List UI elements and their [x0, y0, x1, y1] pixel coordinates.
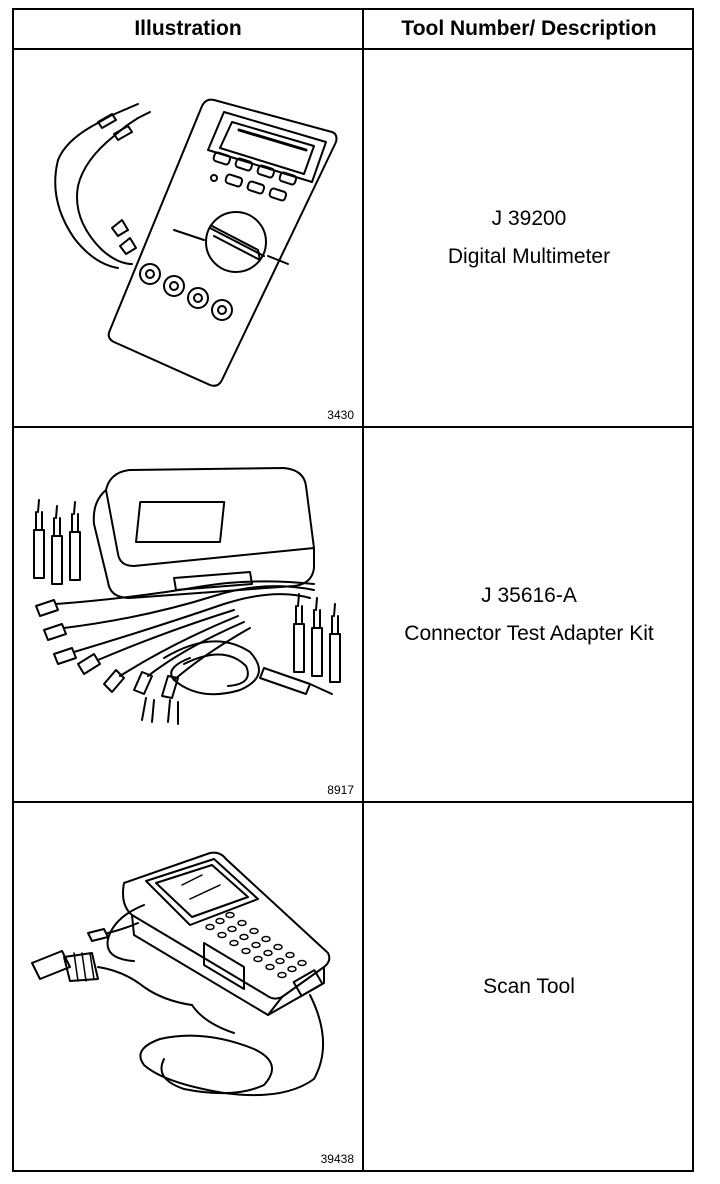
tool-description: Connector Test Adapter Kit	[404, 621, 654, 645]
table-header-row: Illustration Tool Number/ Description	[14, 10, 692, 50]
description-cell: J 35616-A Connector Test Adapter Kit	[364, 428, 694, 801]
illustration-cell: 3430	[14, 50, 364, 426]
header-illustration: Illustration	[14, 10, 364, 48]
description-cell: Scan Tool	[364, 803, 694, 1170]
tool-description: Digital Multimeter	[447, 245, 611, 268]
tool-description: Scan Tool	[483, 974, 575, 998]
tool-number: J 35616-A	[481, 583, 577, 607]
table-row: 39438 Scan Tool	[14, 803, 692, 1170]
header-tool-number-description: Tool Number/ Description	[401, 17, 657, 40]
scan-tool-illustration	[14, 803, 362, 1168]
figure-number: 8917	[327, 783, 354, 797]
figure-number: 39438	[320, 1152, 354, 1166]
description-cell: J 39200 Digital Multimeter	[364, 50, 694, 426]
table-row: 3430 J 39200 Digital Multimeter	[14, 50, 692, 428]
connector-test-adapter-kit-illustration	[14, 428, 362, 801]
illustration-cell: 39438	[14, 803, 364, 1170]
digital-multimeter-illustration	[14, 50, 362, 426]
tool-number: J 39200	[491, 207, 567, 230]
tool-table: Illustration Tool Number/ Description	[12, 8, 694, 1172]
figure-number: 3430	[327, 408, 354, 422]
table-row: 8917 J 35616-A Connector Test Adapter Ki…	[14, 428, 692, 803]
illustration-cell: 8917	[14, 428, 364, 801]
